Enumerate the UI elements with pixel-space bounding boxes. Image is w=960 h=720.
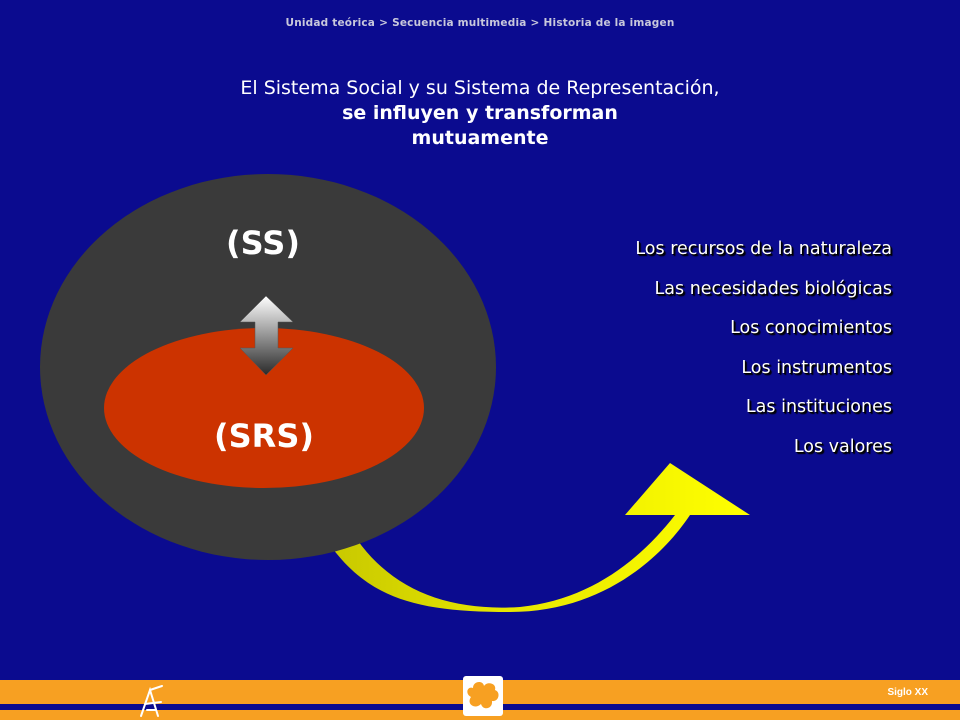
center-logo[interactable]	[463, 676, 503, 716]
list-item: Los valores	[793, 436, 892, 457]
blob-logo-icon	[467, 682, 499, 709]
list-item: Los instrumentos	[741, 357, 892, 378]
double-arrow-icon	[239, 295, 294, 376]
srs-label: (SRS)	[214, 417, 314, 455]
breadcrumb-separator: >	[530, 17, 540, 29]
figure-logo-icon[interactable]	[136, 684, 166, 718]
list-item: Los conocimientos	[730, 318, 892, 338]
list-item: Las instituciones	[745, 397, 892, 417]
title-line-3: mutuamente	[411, 127, 549, 149]
representation-system-circle	[104, 328, 424, 488]
curved-arrow-icon	[330, 463, 750, 612]
factor-list: Los recursos de la naturaleza Las necesi…	[520, 232, 892, 469]
list-item: Los recursos de la naturaleza	[635, 239, 892, 259]
list-item: Las necesidades biológicas	[654, 278, 892, 299]
ss-label: (SS)	[226, 224, 300, 262]
breadcrumb-item-historia[interactable]: Historia de la imagen	[543, 17, 675, 29]
breadcrumb-separator: >	[379, 17, 389, 29]
breadcrumb: Unidad teórica>Secuencia multimedia>Hist…	[0, 17, 960, 29]
title-line-2: se influyen y transforman	[342, 102, 618, 124]
breadcrumb-item-unidad[interactable]: Unidad teórica	[285, 17, 376, 29]
footer: Siglo XX	[0, 672, 960, 720]
title-line-1: El Sistema Social y su Sistema de Repres…	[240, 77, 720, 99]
breadcrumb-item-secuencia[interactable]: Secuencia multimedia	[392, 17, 527, 29]
slide-title: El Sistema Social y su Sistema de Repres…	[0, 76, 960, 151]
century-label: Siglo XX	[887, 687, 928, 698]
